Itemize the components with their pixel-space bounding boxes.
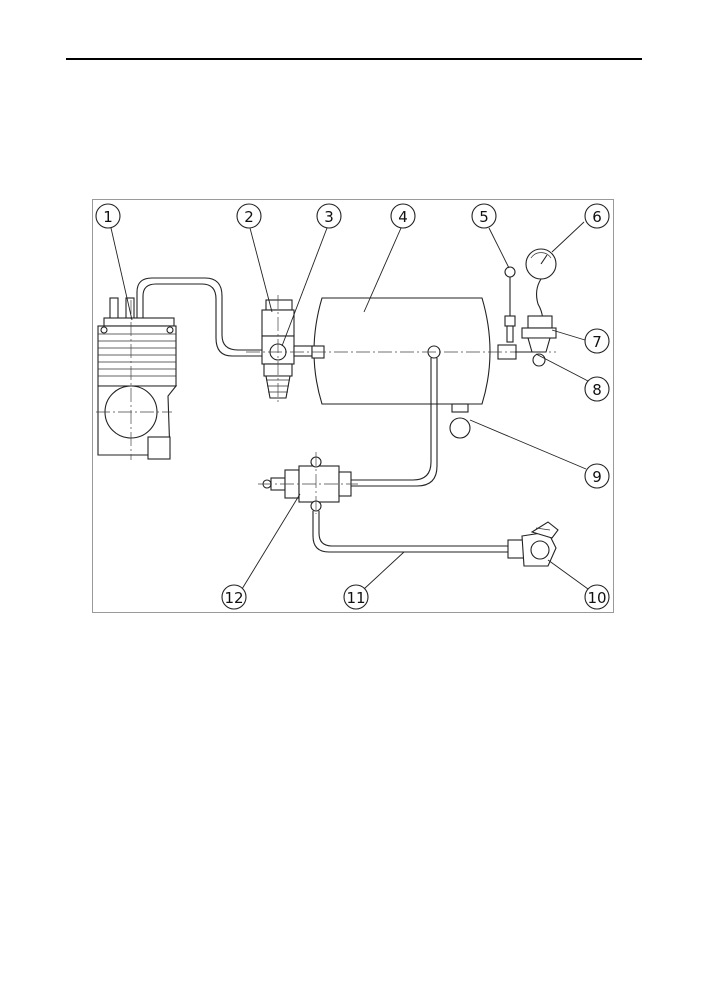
pressure-sensor [504, 266, 540, 353]
header-rule [66, 58, 642, 60]
separator [261, 295, 313, 402]
callout-label-12: 12 [224, 589, 243, 607]
callout-12: 12 [221, 584, 247, 610]
callout-2: 2 [236, 203, 262, 229]
callout-3: 3 [316, 203, 342, 229]
callout-10: 10 [584, 584, 610, 610]
callout-4: 4 [390, 203, 416, 229]
callout-label-10: 10 [587, 589, 606, 607]
callout-label-6: 6 [592, 208, 602, 226]
callout-1: 1 [95, 203, 121, 229]
callout-5: 5 [471, 203, 497, 229]
callout-label-11: 11 [346, 589, 365, 607]
callout-label-2: 2 [244, 208, 254, 226]
callout-label-9: 9 [592, 468, 602, 486]
callout-11: 11 [343, 584, 369, 610]
callout-label-7: 7 [592, 333, 602, 351]
air-receiver-tank [246, 297, 556, 439]
pipe-compressor-to-separator [136, 277, 262, 357]
callout-label-3: 3 [324, 208, 334, 226]
leader-lines [110, 221, 589, 590]
callout-label-8: 8 [592, 381, 602, 399]
pressure-regulator [521, 315, 557, 367]
pressure-gauge [525, 248, 557, 331]
pipe-tank-to-valve [350, 358, 438, 487]
compressor [96, 297, 178, 460]
callout-label-5: 5 [479, 208, 489, 226]
coupling-head [507, 521, 559, 567]
callout-8: 8 [584, 376, 610, 402]
control-valve [258, 452, 358, 514]
callout-label-4: 4 [398, 208, 408, 226]
pipe-to-coupling [312, 511, 510, 553]
callout-7: 7 [584, 328, 610, 354]
callout-label-1: 1 [103, 208, 113, 226]
callout-9: 9 [584, 463, 610, 489]
callout-6: 6 [584, 203, 610, 229]
